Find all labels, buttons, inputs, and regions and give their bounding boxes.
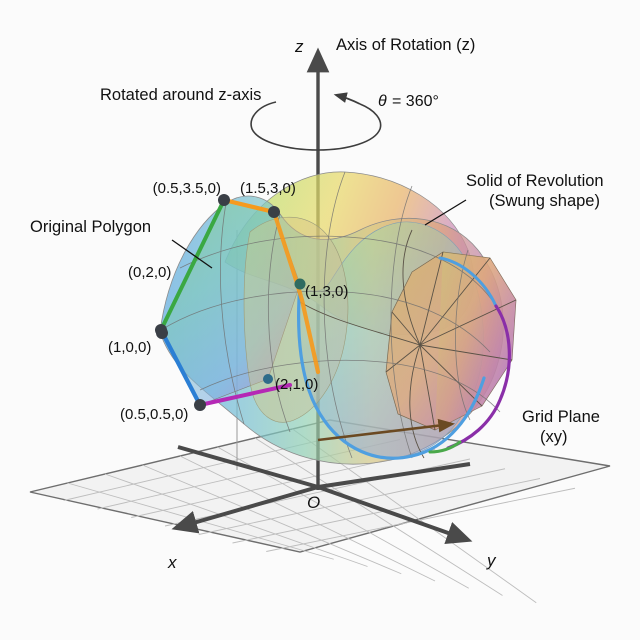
polygon-edge-blue xyxy=(158,327,203,408)
solid-right-rim xyxy=(446,304,511,450)
cap-spokes xyxy=(299,229,517,459)
vertex-dot-05-35-0 xyxy=(218,194,230,206)
y-axis-back xyxy=(317,462,471,489)
grid-plane-label-line2: (xy) xyxy=(540,428,568,446)
solid-of-revolution-label-line2: (Swung shape) xyxy=(489,192,600,210)
x-axis-line xyxy=(171,485,319,534)
vertex-label-0-2-0: (0,2,0) xyxy=(128,264,171,281)
origin-label: O xyxy=(307,493,320,512)
polygon-edge-orange-top xyxy=(221,197,277,215)
leader-lines xyxy=(171,199,467,269)
radius-arrow xyxy=(317,418,456,442)
polygon-vertices xyxy=(155,194,306,411)
y-axis-line xyxy=(317,485,473,545)
solid-front-rim xyxy=(297,282,486,460)
grid-plane-label-line1: Grid Plane xyxy=(522,408,600,426)
vertex-label-05-35-0: (0.5,3.5,0) xyxy=(153,180,221,197)
solid-of-revolution-label-line1: Solid of Revolution xyxy=(466,172,604,190)
polygon-edge-green xyxy=(159,198,226,332)
solid-rim-upper xyxy=(438,256,498,308)
rotation-indicator xyxy=(250,92,382,151)
text-labels: z Axis of Rotation (z) Rotated around z-… xyxy=(30,36,604,572)
solid-meridians xyxy=(160,171,501,459)
theta-symbol-label: θ xyxy=(378,93,387,110)
vertex-dot-1-0-0 xyxy=(156,327,168,339)
vertex-dot-05-05-0 xyxy=(194,399,206,411)
x-axis-label: x xyxy=(167,553,177,572)
vertex-dot-2-1-0 xyxy=(263,374,273,384)
z-axis-label: z xyxy=(294,37,304,56)
vertex-label-05-05-0: (0.5,0.5,0) xyxy=(120,406,188,423)
floor-axes xyxy=(171,445,473,545)
y-axis-label: y xyxy=(486,551,497,570)
vertex-label-1-0-0: (1,0,0) xyxy=(108,339,151,356)
solid-right-cap xyxy=(299,229,517,459)
original-polygon-label: Original Polygon xyxy=(30,218,151,236)
solid-bottom-rim xyxy=(428,440,462,454)
vertex-label-1-3-0: (1,3,0) xyxy=(305,283,348,300)
original-polygon xyxy=(158,197,321,408)
vertex-dot-1-3-0 xyxy=(294,278,306,290)
cap-polygon-highlight xyxy=(435,252,516,430)
leader-original-polygon xyxy=(171,239,213,269)
polygon-edge-magenta xyxy=(198,383,292,407)
x-axis-back xyxy=(177,445,319,489)
vertex-label-15-3-0: (1.5,3,0) xyxy=(240,180,296,197)
polygon-edge-orange-down xyxy=(271,209,321,375)
vertex-label-2-1-0: (2,1,0) xyxy=(275,376,318,393)
rotation-arrow xyxy=(333,92,361,105)
rotated-around-z-axis-label: Rotated around z-axis xyxy=(100,86,261,104)
solid-of-revolution xyxy=(159,171,517,465)
rotation-ellipse xyxy=(250,101,382,151)
leader-solid-of-revolution xyxy=(424,199,467,226)
theta-value-label: = 360° xyxy=(392,93,439,110)
vertex-dot-15-3-0 xyxy=(268,206,280,218)
axis-of-rotation-label: Axis of Rotation (z) xyxy=(336,36,475,54)
